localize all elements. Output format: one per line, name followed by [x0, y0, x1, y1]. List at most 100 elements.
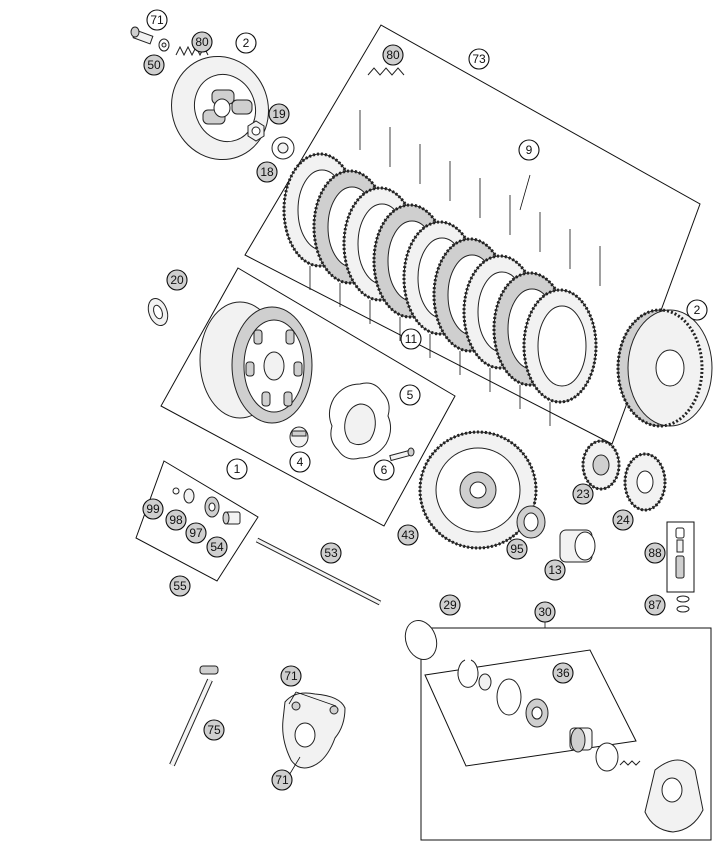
callout-number: 11 — [405, 332, 418, 346]
group-box-88-bleed-screw — [666, 521, 695, 593]
callout-circle — [235, 32, 257, 54]
clutch-plate-bore — [537, 305, 587, 387]
callout-number: 80 — [195, 35, 209, 49]
callout-circle — [439, 594, 461, 616]
callout-c11: 11 — [400, 328, 422, 350]
callout-c71b: 71 — [280, 665, 302, 687]
callout-circle — [165, 509, 187, 531]
damper-4-part — [289, 426, 309, 448]
callout-circle — [289, 451, 311, 473]
callout-circle — [382, 44, 404, 66]
callout-c43: 43 — [397, 524, 419, 546]
callout-circle — [146, 9, 168, 31]
bracket-71-part — [282, 692, 346, 769]
inner-hub-2-part — [616, 308, 713, 428]
screw-6-part — [389, 447, 415, 462]
callout-c54: 54 — [206, 536, 228, 558]
callout-circle — [320, 542, 342, 564]
nut-19-part — [247, 120, 265, 142]
group-box-30-slave-cylinder — [420, 627, 712, 841]
callout-number: 97 — [189, 526, 203, 540]
callout-circle — [644, 594, 666, 616]
thrust-washer-20-part — [147, 297, 169, 327]
callout-c98: 98 — [165, 509, 187, 531]
callout-c75: 75 — [203, 719, 225, 741]
callout-number: 6 — [381, 463, 388, 477]
bearing-97-part — [204, 496, 220, 518]
callout-number: 2 — [243, 36, 250, 50]
callout-c9: 9 — [518, 139, 540, 161]
callout-number: 80 — [386, 48, 400, 62]
washer-50-part — [158, 38, 170, 52]
lock-washer-18-part — [271, 136, 295, 160]
o-ring-36-part — [496, 678, 522, 716]
leader-lines — [287, 174, 546, 778]
callout-circle — [268, 103, 290, 125]
callout-circle — [612, 509, 634, 531]
pressure-piece-54-part — [222, 511, 241, 525]
callout-c50: 50 — [143, 54, 165, 76]
callout-number: 19 — [272, 107, 286, 121]
callout-circle — [166, 269, 188, 291]
callout-c71a: 71 — [146, 9, 168, 31]
callout-circle — [518, 139, 540, 161]
callout-number: 75 — [207, 723, 221, 737]
callout-c30: 30 — [534, 601, 556, 623]
callout-c13: 13 — [544, 559, 566, 581]
callout-c88: 88 — [644, 542, 666, 564]
callout-c4: 4 — [289, 451, 311, 473]
callout-circle — [206, 536, 228, 558]
callout-number: 30 — [538, 605, 552, 619]
gear-24-part — [623, 452, 667, 512]
callout-number: 54 — [210, 540, 224, 554]
seal-36-part — [525, 698, 549, 728]
callout-circle — [686, 299, 708, 321]
callout-circle — [226, 458, 248, 480]
callout-number: 1 — [234, 462, 241, 476]
o-ring-29-part — [404, 620, 438, 660]
callout-circle — [191, 31, 213, 53]
spring-36-part — [619, 760, 641, 766]
circlip-36-part — [457, 659, 479, 688]
callout-number: 9 — [526, 143, 533, 157]
callout-circle — [169, 575, 191, 597]
callout-c5: 5 — [399, 384, 421, 406]
callout-circle — [185, 522, 207, 544]
callout-number: 95 — [510, 542, 524, 556]
callout-number: 5 — [407, 388, 414, 402]
callout-circle — [544, 559, 566, 581]
callout-circle — [468, 48, 490, 70]
ball-99-part — [172, 487, 180, 495]
group-box-36-piston-kit — [424, 649, 637, 767]
callout-number: 4 — [297, 455, 304, 469]
callout-c87: 87 — [644, 594, 666, 616]
piston-36-part — [569, 727, 593, 753]
callout-c2b: 2 — [686, 299, 708, 321]
callout-number: 20 — [170, 273, 184, 287]
callout-c99: 99 — [142, 498, 164, 520]
clutch-plate-stack — [282, 152, 598, 404]
plate-leader-lines — [309, 110, 601, 426]
callout-circle — [373, 459, 395, 481]
callout-number: 73 — [472, 52, 486, 66]
bleed-syringe-75-part — [169, 665, 219, 767]
callout-circle — [256, 161, 278, 183]
callout-number: 71 — [284, 669, 298, 683]
callout-c55: 55 — [169, 575, 191, 597]
callout-circle — [400, 328, 422, 350]
callout-number: 53 — [324, 546, 338, 560]
callout-c20: 20 — [166, 269, 188, 291]
callout-c18: 18 — [256, 161, 278, 183]
callout-number: 43 — [401, 528, 415, 542]
screw-71-part — [130, 26, 154, 45]
callout-circle — [142, 498, 164, 520]
pressure-plate-2-part — [171, 55, 269, 161]
callout-circle — [280, 665, 302, 687]
callout-number: 24 — [616, 513, 630, 527]
callout-circle — [399, 384, 421, 406]
callout-number: 18 — [260, 165, 274, 179]
callout-circle — [203, 719, 225, 741]
callout-number: 71 — [150, 13, 164, 27]
